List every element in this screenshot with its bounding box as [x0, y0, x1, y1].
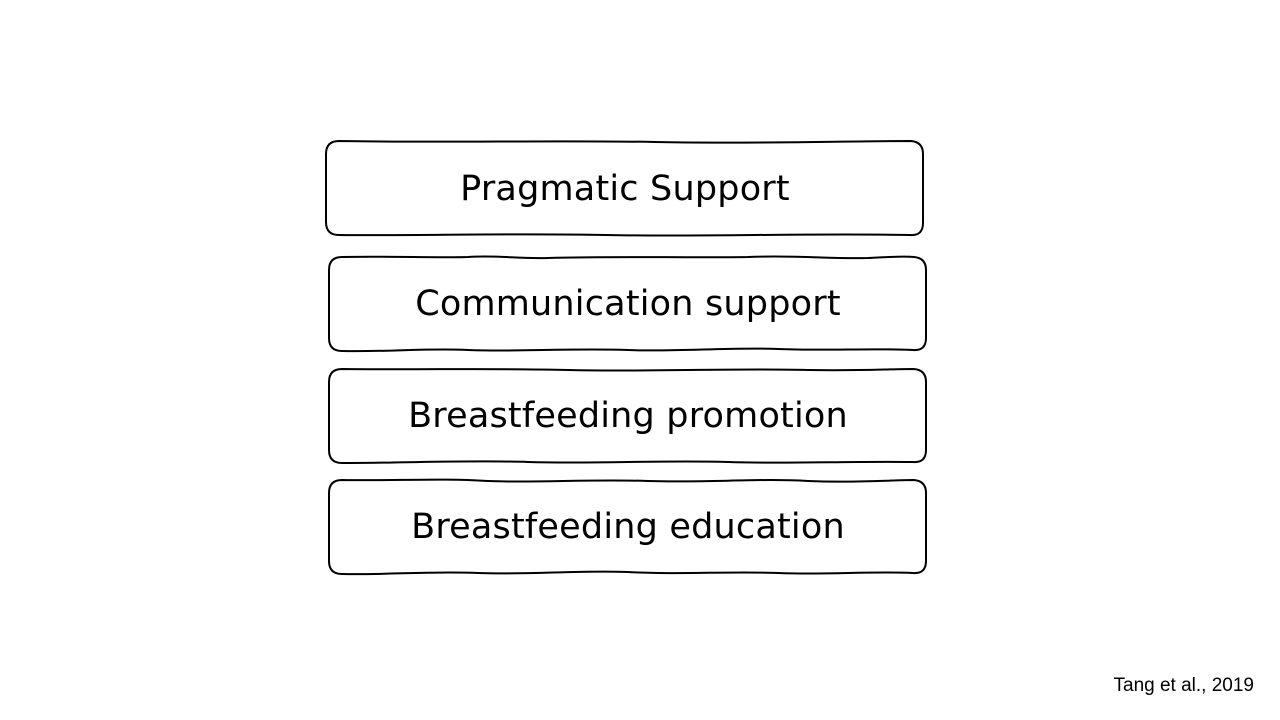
pragmatic-support-box: Pragmatic Support: [325, 139, 925, 238]
box-label: Breastfeeding promotion: [408, 396, 848, 436]
communication-support-box: Communication support: [328, 255, 928, 353]
box-label: Breastfeeding education: [411, 507, 845, 547]
box-outline: [325, 140, 924, 237]
box-label: Pragmatic Support: [460, 168, 790, 209]
box-outline: [328, 368, 927, 464]
citation: Tang et al., 2019: [1113, 675, 1255, 696]
breastfeeding-promotion-box: Breastfeeding promotion: [328, 367, 928, 465]
box-outline: [328, 478, 927, 576]
box-outline: [328, 255, 927, 353]
box-label: Communication support: [415, 284, 841, 324]
breastfeeding-education-box: Breastfeeding education: [328, 478, 928, 576]
